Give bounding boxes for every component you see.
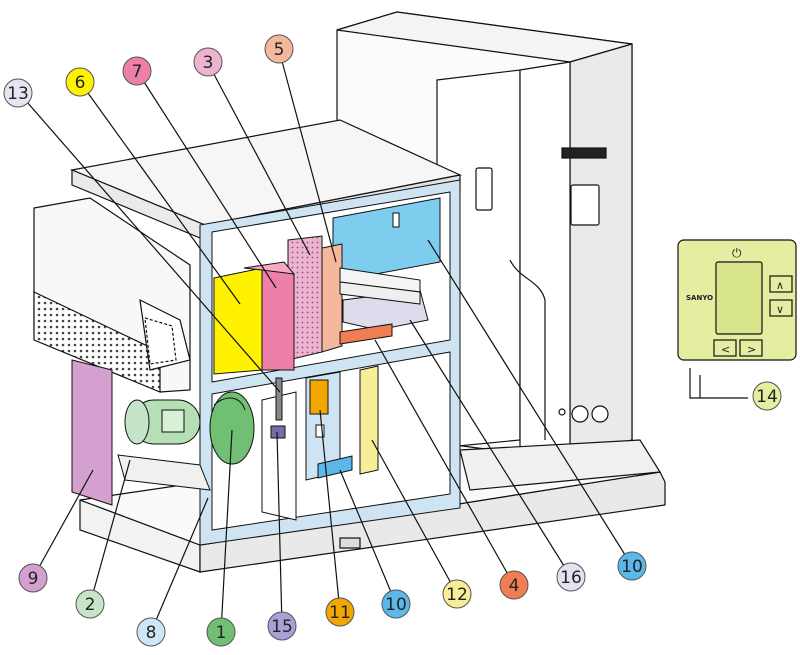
callout-number: 3 [203, 53, 214, 73]
callout-bubble [18, 563, 48, 593]
remote-controller [677, 239, 797, 361]
callout-bubble [617, 551, 647, 581]
callout-bubble [267, 611, 297, 641]
callout-bubble [3, 78, 33, 108]
power-icon[interactable]: ⏻ [732, 246, 742, 260]
callout-number: 13 [7, 84, 29, 104]
callout-c7: 7 [122, 56, 152, 86]
motor-switch [270, 377, 286, 439]
callout-c9: 9 [18, 563, 48, 593]
callout-c14: 14 [752, 381, 782, 411]
callout-bubble [264, 34, 294, 64]
callout-bubble [499, 570, 529, 600]
mixing-box [33, 197, 191, 393]
left-arrow-icon[interactable]: < [721, 343, 730, 356]
controller-pointer [689, 368, 748, 399]
callout-bubble [122, 56, 152, 86]
callout-number: 10 [385, 595, 407, 615]
base-purple-panel [71, 359, 113, 506]
drain-pan [339, 323, 393, 345]
callout-number: 7 [132, 62, 143, 82]
leader-lines [19, 49, 633, 633]
pink-filter [243, 261, 296, 371]
callout-bubble [325, 597, 355, 627]
callout-bubble [381, 589, 411, 619]
callout-c2: 2 [75, 589, 105, 619]
callout-bubble [75, 589, 105, 619]
callout-number: 1 [216, 623, 227, 643]
controller-labels: SANYO ⏻ ∧ ∨ < > [686, 246, 784, 356]
up-arrow-icon[interactable]: ∧ [776, 279, 784, 292]
callout-number: 6 [75, 73, 86, 93]
callout-number: 16 [560, 568, 582, 588]
callout-number: 4 [509, 576, 520, 596]
callout-layer: 13 6 7 3 5 14 9 2 8 1 15 11 10 12 4 16 10 [3, 34, 782, 647]
callout-bubble [442, 579, 472, 609]
callout-bubble [206, 617, 236, 647]
callout-number: 10 [621, 557, 643, 577]
callout-c4: 4 [499, 570, 529, 600]
callout-bubble [193, 47, 223, 77]
down-arrow-icon[interactable]: ∨ [776, 303, 784, 316]
motor [117, 399, 211, 491]
controller-brand-text: SANYO [686, 294, 713, 302]
callout-c8: 8 [136, 617, 166, 647]
callout-c10a: 10 [381, 589, 411, 619]
callout-bubble [752, 381, 782, 411]
callout-c10b: 10 [617, 551, 647, 581]
callout-number: 9 [28, 569, 39, 589]
callout-c13: 13 [3, 78, 33, 108]
heater [321, 243, 343, 353]
callout-c16: 16 [556, 562, 586, 592]
callout-number: 15 [271, 617, 293, 637]
callout-number: 8 [146, 623, 157, 643]
callout-number: 5 [274, 40, 285, 60]
humidifier [339, 267, 429, 331]
fan [209, 391, 297, 521]
callout-c6: 6 [65, 67, 95, 97]
callout-number: 12 [446, 585, 468, 605]
callout-bubble [556, 562, 586, 592]
callout-c12: 12 [442, 579, 472, 609]
callout-c5: 5 [264, 34, 294, 64]
yellow-filter [213, 267, 263, 375]
callout-c1: 1 [206, 617, 236, 647]
callout-c3: 3 [193, 47, 223, 77]
callout-c15: 15 [267, 611, 297, 641]
callout-number: 14 [756, 387, 778, 407]
callout-c11: 11 [325, 597, 355, 627]
callout-bubble [136, 617, 166, 647]
callout-number: 2 [85, 595, 96, 615]
callout-bubble [65, 67, 95, 97]
right-arrow-icon[interactable]: > [747, 343, 756, 356]
callout-number: 11 [329, 603, 351, 623]
